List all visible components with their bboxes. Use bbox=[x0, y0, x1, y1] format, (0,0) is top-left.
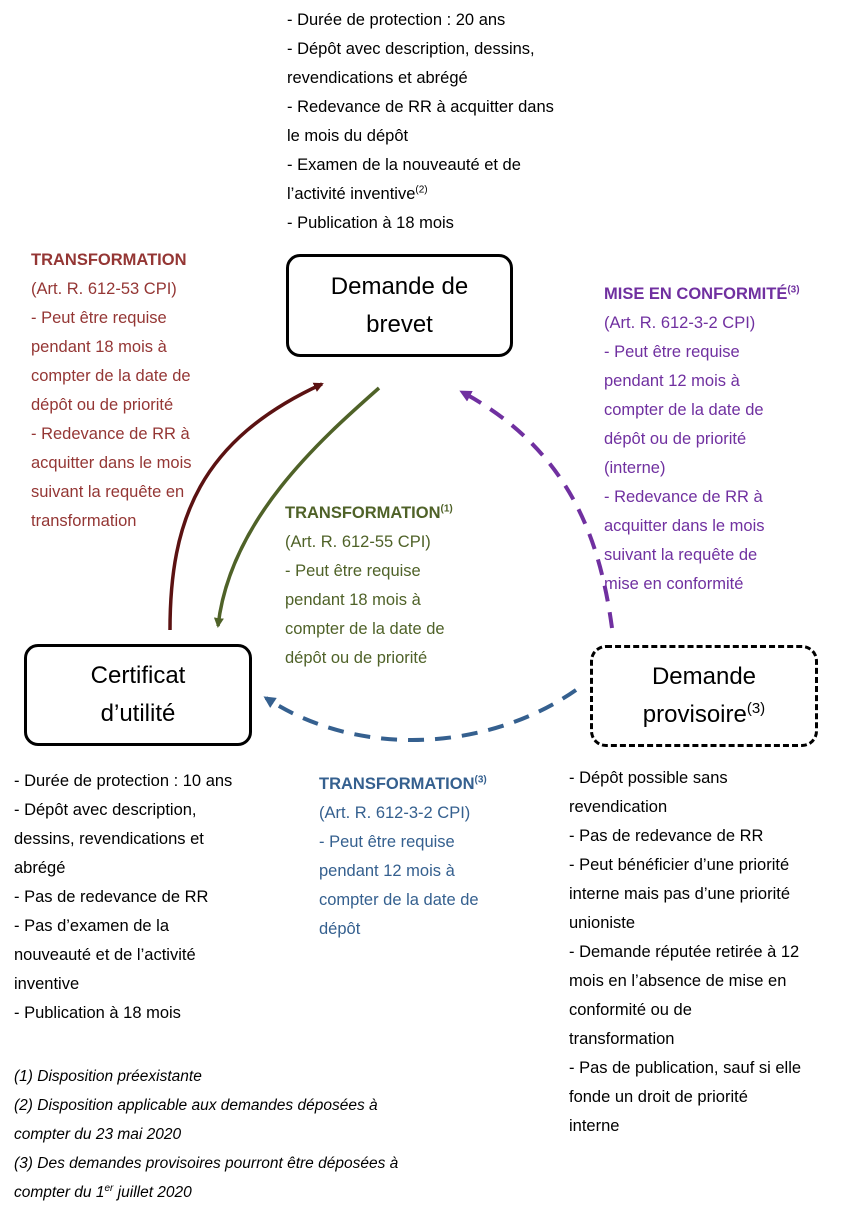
footnote-3-cont: compter du 1er juillet 2020 bbox=[14, 1182, 192, 1201]
certificat-detail-line: abrégé bbox=[14, 859, 66, 877]
footnote-1: (1) Disposition préexistante bbox=[14, 1068, 202, 1085]
text-line: transformation bbox=[31, 512, 137, 530]
provisoire-detail-line: - Peut bénéficier d’une priorité bbox=[569, 856, 790, 874]
brevet-detail-line: le mois du dépôt bbox=[287, 127, 409, 145]
brevet-detail-line: revendications et abrégé bbox=[287, 69, 468, 87]
footnote-2-cont: compter du 23 mai 2020 bbox=[14, 1126, 182, 1143]
text-line: dépôt ou de priorité bbox=[31, 396, 174, 414]
footnote-ref: (3) bbox=[746, 700, 766, 717]
brevet-detail-line: l’activité inventive(2) bbox=[287, 184, 428, 203]
transformation-to-brevet-text: TRANSFORMATION (Art. R. 612-53 CPI) - Pe… bbox=[31, 246, 192, 536]
transformation-to-certificat-text: TRANSFORMATION(1) (Art. R. 612-55 CPI) -… bbox=[285, 499, 453, 673]
provisoire-detail-line: mois en l’absence de mise en bbox=[569, 972, 787, 990]
certificat-details: - Durée de protection : 10 ans - Dépôt a… bbox=[14, 767, 232, 1028]
certificat-detail-line: inventive bbox=[14, 975, 80, 993]
text-line: dépôt bbox=[319, 920, 361, 938]
brevet-details: - Durée de protection : 20 ans - Dépôt a… bbox=[287, 6, 554, 238]
text-line: compter de la date de bbox=[31, 367, 191, 385]
provisoire-detail-line: conformité ou de bbox=[569, 1001, 692, 1019]
transformation-provisoire-to-certificat-text: TRANSFORMATION(3) (Art. R. 612-3-2 CPI) … bbox=[319, 770, 487, 944]
transformation-title: TRANSFORMATION(3) bbox=[319, 774, 487, 793]
certificat-detail-line: - Durée de protection : 10 ans bbox=[14, 772, 233, 790]
mise-en-conformite-title: MISE EN CONFORMITÉ(3) bbox=[604, 284, 800, 303]
certificat-detail-line: nouveauté et de l’activité bbox=[14, 946, 196, 964]
text-line: suivant la requête de bbox=[604, 546, 758, 564]
text-line: (interne) bbox=[604, 459, 666, 477]
text-line: - Peut être requise bbox=[319, 833, 455, 851]
text-line: pendant 18 mois à bbox=[285, 591, 421, 609]
brevet-detail-line: - Durée de protection : 20 ans bbox=[287, 11, 506, 29]
certificat-detail-line: - Publication à 18 mois bbox=[14, 1004, 181, 1022]
provisoire-detail-line: revendication bbox=[569, 798, 668, 816]
transformation-title: TRANSFORMATION(1) bbox=[285, 503, 453, 522]
mise-en-conformite-text: MISE EN CONFORMITÉ(3) (Art. R. 612-3-2 C… bbox=[604, 280, 800, 599]
text-line: (Art. R. 612-3-2 CPI) bbox=[319, 804, 471, 822]
text-line: - Peut être requise bbox=[604, 343, 740, 361]
provisoire-detail-line: - Pas de publication, sauf si elle bbox=[569, 1059, 802, 1077]
text-line: acquitter dans le mois bbox=[31, 454, 192, 472]
arrow-provisoire-to-certificat bbox=[263, 688, 578, 742]
text-line: compter de la date de bbox=[319, 891, 479, 909]
text-line: mise en conformité bbox=[604, 575, 744, 593]
provisoire-detail-line: interne bbox=[569, 1117, 620, 1135]
certificat-detail-line: dessins, revendications et bbox=[14, 830, 204, 848]
text-line: (Art. R. 612-53 CPI) bbox=[31, 280, 177, 298]
provisoire-detail-line: fonde un droit de priorité bbox=[569, 1088, 748, 1106]
provisoire-detail-line: - Demande réputée retirée à 12 bbox=[569, 943, 800, 961]
text-line: dépôt ou de priorité bbox=[285, 649, 428, 667]
provisoire-detail-line: - Pas de redevance de RR bbox=[569, 827, 764, 845]
text-line: pendant 18 mois à bbox=[31, 338, 167, 356]
footnote-2: (2) Disposition applicable aux demandes … bbox=[14, 1097, 378, 1114]
brevet-detail-line: - Examen de la nouveauté et de bbox=[287, 156, 521, 174]
text-line: - Redevance de RR à bbox=[31, 425, 190, 443]
text-line: dépôt ou de priorité bbox=[604, 430, 747, 448]
arrow-brevet-to-certificat bbox=[213, 386, 381, 628]
footnote-ref: (1) bbox=[440, 503, 453, 515]
provisoire-detail-line: - Dépôt possible sans bbox=[569, 769, 728, 787]
text-line: (Art. R. 612-55 CPI) bbox=[285, 533, 431, 551]
brevet-detail-line: - Dépôt avec description, dessins, bbox=[287, 40, 535, 58]
arrow-certificat-to-brevet bbox=[168, 382, 324, 631]
footnote-3: (3) Des demandes provisoires pourront êt… bbox=[14, 1155, 399, 1172]
text-line: compter de la date de bbox=[604, 401, 764, 419]
arrow-provisoire-to-brevet bbox=[459, 390, 614, 629]
footnote-ref: (3) bbox=[787, 284, 800, 296]
text-line: - Peut être requise bbox=[285, 562, 421, 580]
text-line: acquitter dans le mois bbox=[604, 517, 765, 535]
provisoire-detail-line: transformation bbox=[569, 1030, 675, 1048]
text-line: - Redevance de RR à bbox=[604, 488, 763, 506]
certificat-detail-line: - Dépôt avec description, bbox=[14, 801, 197, 819]
text-line: suivant la requête en bbox=[31, 483, 185, 501]
footnote-ref: (2) bbox=[415, 184, 428, 196]
certificat-detail-line: - Pas de redevance de RR bbox=[14, 888, 209, 906]
brevet-detail-line: - Redevance de RR à acquitter dans bbox=[287, 98, 554, 116]
text-line: pendant 12 mois à bbox=[319, 862, 455, 880]
footnote-ref: (3) bbox=[474, 774, 487, 786]
text-line: (Art. R. 612-3-2 CPI) bbox=[604, 314, 756, 332]
certificat-detail-line: - Pas d’examen de la bbox=[14, 917, 170, 935]
text-line: - Peut être requise bbox=[31, 309, 167, 327]
provisoire-details: - Dépôt possible sans revendication - Pa… bbox=[569, 764, 801, 1141]
footnotes: (1) Disposition préexistante (2) Disposi… bbox=[14, 1062, 398, 1207]
brevet-detail-line: - Publication à 18 mois bbox=[287, 214, 454, 232]
transformation-title: TRANSFORMATION bbox=[31, 251, 187, 269]
provisoire-detail-line: interne mais pas d’une priorité bbox=[569, 885, 791, 903]
text-line: pendant 12 mois à bbox=[604, 372, 740, 390]
provisoire-detail-line: unioniste bbox=[569, 914, 636, 932]
text-line: compter de la date de bbox=[285, 620, 445, 638]
